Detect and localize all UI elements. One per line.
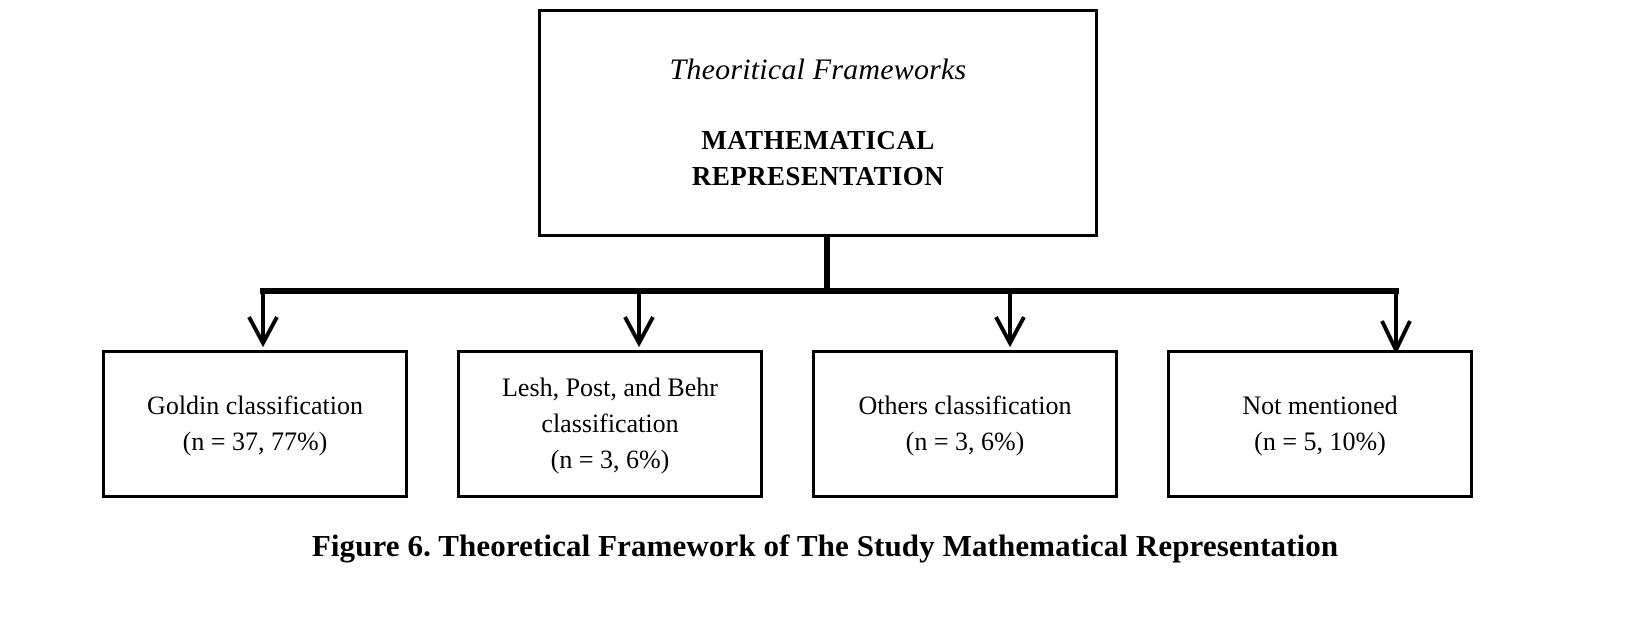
root-node-title: MATHEMATICAL REPRESENTATION — [692, 122, 944, 195]
leaf-node-count: (n = 3, 6%) — [550, 444, 670, 474]
branch-arrowhead-3 — [994, 316, 1026, 348]
leaf-node-label: Lesh, Post, and Behr — [502, 373, 718, 403]
leaf-node-lesh-post-behr-classification: Lesh, Post, and Behr classification (n =… — [457, 350, 763, 498]
root-node-mathematical-representation: Theoritical Frameworks MATHEMATICAL REPR… — [538, 9, 1098, 237]
leaf-node-goldin-classification: Goldin classification (n = 37, 77%) — [102, 350, 408, 498]
leaf-node-label: Not mentioned — [1242, 391, 1398, 421]
leaf-node-others-classification: Others classification (n = 3, 6%) — [812, 350, 1118, 498]
leaf-node-count: (n = 5, 10%) — [1254, 427, 1386, 456]
branch-arrowhead-4 — [1380, 320, 1412, 355]
figure-caption: Figure 6. Theoretical Framework of The S… — [311, 528, 1339, 563]
leaf-node-label-continued: classification — [541, 409, 679, 439]
root-node-subtitle: Theoritical Frameworks — [669, 52, 967, 86]
leaf-node-not-mentioned: Not mentioned (n = 5, 10%) — [1167, 350, 1473, 498]
branch-arrowhead-1 — [247, 316, 279, 348]
leaf-node-count: (n = 37, 77%) — [182, 427, 328, 456]
leaf-node-count: (n = 3, 6%) — [905, 427, 1025, 456]
root-node-title-line-2: REPRESENTATION — [691, 161, 945, 191]
branch-arrowhead-2 — [623, 316, 655, 348]
leaf-node-label: Goldin classification — [147, 391, 363, 421]
leaf-node-label: Others classification — [858, 391, 1072, 421]
root-node-title-line-1: MATHEMATICAL — [701, 124, 935, 155]
